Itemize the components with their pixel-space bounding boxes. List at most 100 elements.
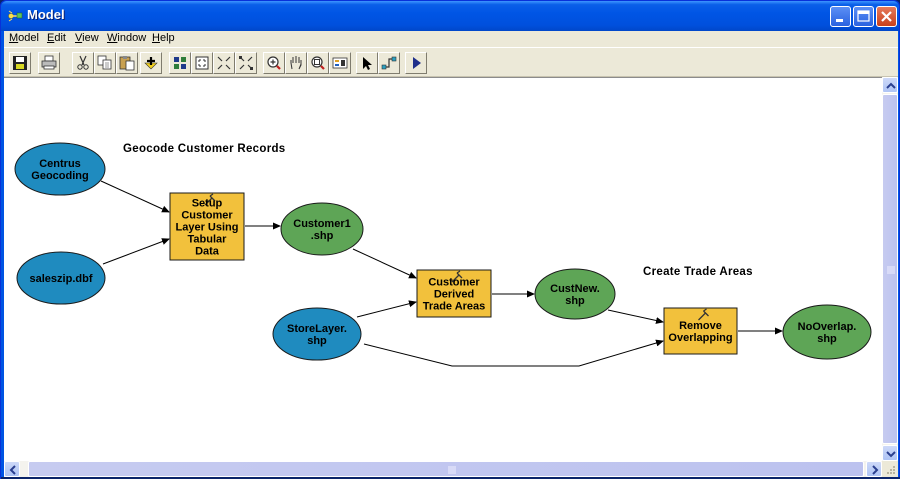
add-data-button[interactable] [140,52,162,74]
scroll-right-button[interactable] [866,461,882,477]
menu-window[interactable]: Window [107,32,147,44]
full-extent-button[interactable] [191,52,213,74]
save-button[interactable] [9,52,31,74]
chevron-down-icon [886,451,896,458]
connector-saleszip-to-setup[interactable] [102,238,170,265]
scroll-up-button[interactable] [882,77,898,93]
add-data-icon [144,57,158,70]
connector-storelayer-to-remove[interactable] [363,339,664,367]
connector-customer1-to-derived[interactable] [352,248,417,279]
menu-model[interactable]: Model [9,32,39,44]
node-label: Customer [181,210,233,222]
copy-button[interactable] [94,52,116,74]
minimize-icon [836,19,843,22]
input-data-ellipse[interactable] [272,307,362,361]
vertical-scroll-thumb[interactable] [882,94,898,444]
maximize-button[interactable] [853,6,874,27]
run-button[interactable] [405,52,427,74]
grip-icon [887,266,895,274]
zoom-in-fixed-icon [217,56,231,70]
zoom-out-fixed-button[interactable] [235,52,257,74]
node-storelayer[interactable]: StoreLayer.shp [272,307,362,361]
menu-edit[interactable]: Edit [47,32,66,44]
properties-button[interactable] [169,52,191,74]
section-title-geocode: Geocode Customer Records [123,143,286,155]
connector-centrus-to-setup[interactable] [100,180,170,213]
menu-view[interactable]: View [75,32,99,44]
node-nooverlap[interactable]: NoOverlap.shp [782,304,872,360]
cut-button[interactable] [72,52,94,74]
pan-button[interactable] [285,52,307,74]
scroll-down-button[interactable] [882,445,898,461]
tool-hammer-icon [451,270,463,283]
node-label: Customer [428,277,480,289]
input-data-ellipse[interactable] [14,142,106,196]
node-label: Tabular [188,234,228,246]
toolbar [4,47,898,77]
node-custnew[interactable]: CustNew.shp [534,268,616,320]
maximize-icon [857,10,870,22]
zoom-full-icon [311,56,325,70]
full-extent-icon [195,56,209,70]
horizontal-scroll-thumb[interactable] [28,461,864,477]
derived-data-ellipse[interactable] [280,202,364,256]
node-customer1[interactable]: Customer1.shp [280,202,364,256]
menu-help[interactable]: Help [152,32,175,44]
input-data-ellipse[interactable] [16,251,106,305]
node-label: Centrus [39,158,81,170]
node-label: Trade Areas [423,301,486,313]
auto-layout-button[interactable] [329,52,351,74]
node-saleszip[interactable]: saleszip.dbf [16,251,106,305]
grip-icon [448,466,456,474]
vertical-scrollbar[interactable] [882,77,898,461]
print-button[interactable] [38,52,60,74]
horizontal-scrollbar[interactable] [4,461,882,477]
minimize-button[interactable] [830,6,851,27]
add-connection-icon [381,56,397,70]
tool-process-box[interactable] [416,269,492,318]
add-connection-button[interactable] [378,52,400,74]
cut-icon [77,55,89,70]
connector-storelayer-to-derived[interactable] [356,300,417,318]
node-label: Derived [434,289,474,301]
zoom-in-button[interactable] [263,52,285,74]
paste-button[interactable] [116,52,138,74]
derived-data-ellipse[interactable] [534,268,616,320]
paste-icon [119,56,135,71]
tool-process-box[interactable] [169,192,245,261]
chevron-up-icon [886,82,896,89]
copy-icon [97,55,112,70]
zoom-in-icon [267,56,281,70]
resize-grip-icon [887,466,895,474]
node-label: shp [307,335,327,347]
node-label: NoOverlap. [798,321,857,333]
title-bar[interactable]: Model [1,1,899,31]
run-icon [413,57,421,69]
node-label: Data [195,246,220,258]
zoom-in-fixed-button[interactable] [213,52,235,74]
zoom-full-button[interactable] [307,52,329,74]
scroll-left-button[interactable] [4,461,20,477]
tool-process-box[interactable] [663,307,738,355]
connector-custnew-to-remove[interactable] [607,309,664,324]
derived-data-ellipse[interactable] [782,304,872,360]
close-button[interactable] [876,6,897,27]
close-icon [881,11,892,22]
select-button[interactable] [356,52,378,74]
node-label: Layer Using [176,222,239,234]
node-label: Overlapping [668,332,732,344]
pan-hand-icon [290,56,302,70]
properties-grid-icon [174,57,186,69]
node-label: Geocoding [31,170,88,182]
node-label: .shp [311,230,334,242]
window-bottom-border [1,477,900,479]
auto-layout-icon [332,57,348,69]
chevron-right-icon [872,465,879,475]
resize-grip[interactable] [882,461,898,477]
